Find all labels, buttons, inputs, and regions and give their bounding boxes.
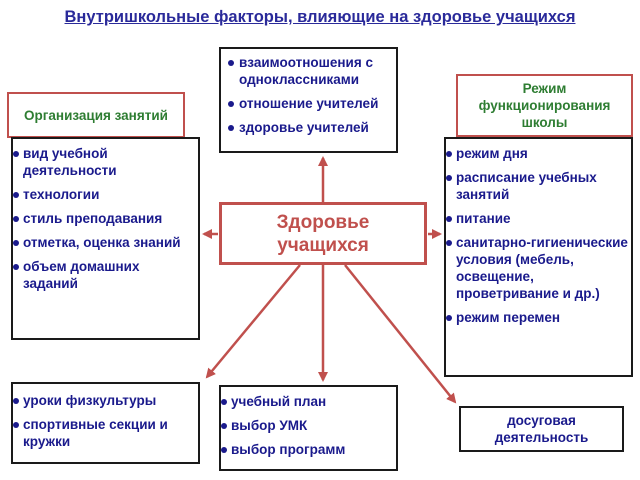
- list-item: отметка, оценка знаний: [13, 234, 196, 251]
- arrow-down-right: [344, 264, 457, 404]
- list-item: здоровье учителей: [227, 119, 390, 136]
- center-node: Здоровье учащихся: [219, 202, 427, 265]
- left-header: Организация занятий: [7, 92, 185, 138]
- list-item: уроки физкультуры: [13, 392, 196, 409]
- list-item: технологии: [13, 186, 196, 203]
- list-item: взаимоотношения с одноклассниками: [227, 54, 390, 88]
- list-item: режим дня: [446, 145, 629, 162]
- list-item: питание: [446, 210, 629, 227]
- bottom-center-box: учебный план выбор УМК выбор программ: [219, 385, 398, 471]
- arrow-down-left: [205, 264, 301, 379]
- bottom-left-box: уроки физкультуры спортивные секции и кр…: [11, 382, 200, 464]
- right-header: Режим функционирования школы: [456, 74, 633, 137]
- page-title: Внутришкольные факторы, влияющие на здор…: [64, 8, 576, 26]
- list-item: расписание учебных занятий: [446, 169, 629, 203]
- list-item: учебный план: [221, 393, 394, 410]
- list-item: объем домашних заданий: [13, 258, 196, 292]
- list-item: выбор программ: [221, 441, 394, 458]
- list-item: стиль преподавания: [13, 210, 196, 227]
- right-factors-box: режим дня расписание учебных занятий пит…: [444, 137, 633, 377]
- list-item: режим перемен: [446, 309, 629, 326]
- top-factors-box: взаимоотношения с одноклассниками отноше…: [219, 47, 398, 153]
- list-item: спортивные секции и кружки: [13, 416, 196, 450]
- bottom-right-box: досуговая деятельность: [459, 406, 624, 452]
- left-factors-box: вид учебной деятельности технологии стил…: [11, 137, 200, 340]
- list-item: отношение учителей: [227, 95, 390, 112]
- list-item: санитарно-гигиенические условия (мебель,…: [446, 234, 629, 302]
- list-item: выбор УМК: [221, 417, 394, 434]
- list-item: вид учебной деятельности: [13, 145, 196, 179]
